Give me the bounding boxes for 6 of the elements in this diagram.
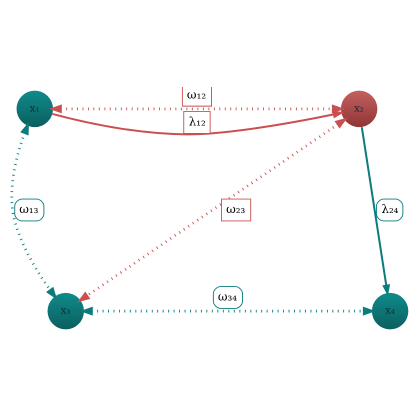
edge-label: λ₁₂ bbox=[188, 114, 206, 129]
edge-label: ω₁₂ bbox=[186, 87, 206, 102]
edge-label: ω₂₃ bbox=[226, 202, 246, 216]
edge-label: ω₁₃ bbox=[19, 202, 38, 216]
edge-label: λ₂₄ bbox=[381, 202, 398, 216]
edge-label: ω₃₄ bbox=[218, 290, 238, 304]
